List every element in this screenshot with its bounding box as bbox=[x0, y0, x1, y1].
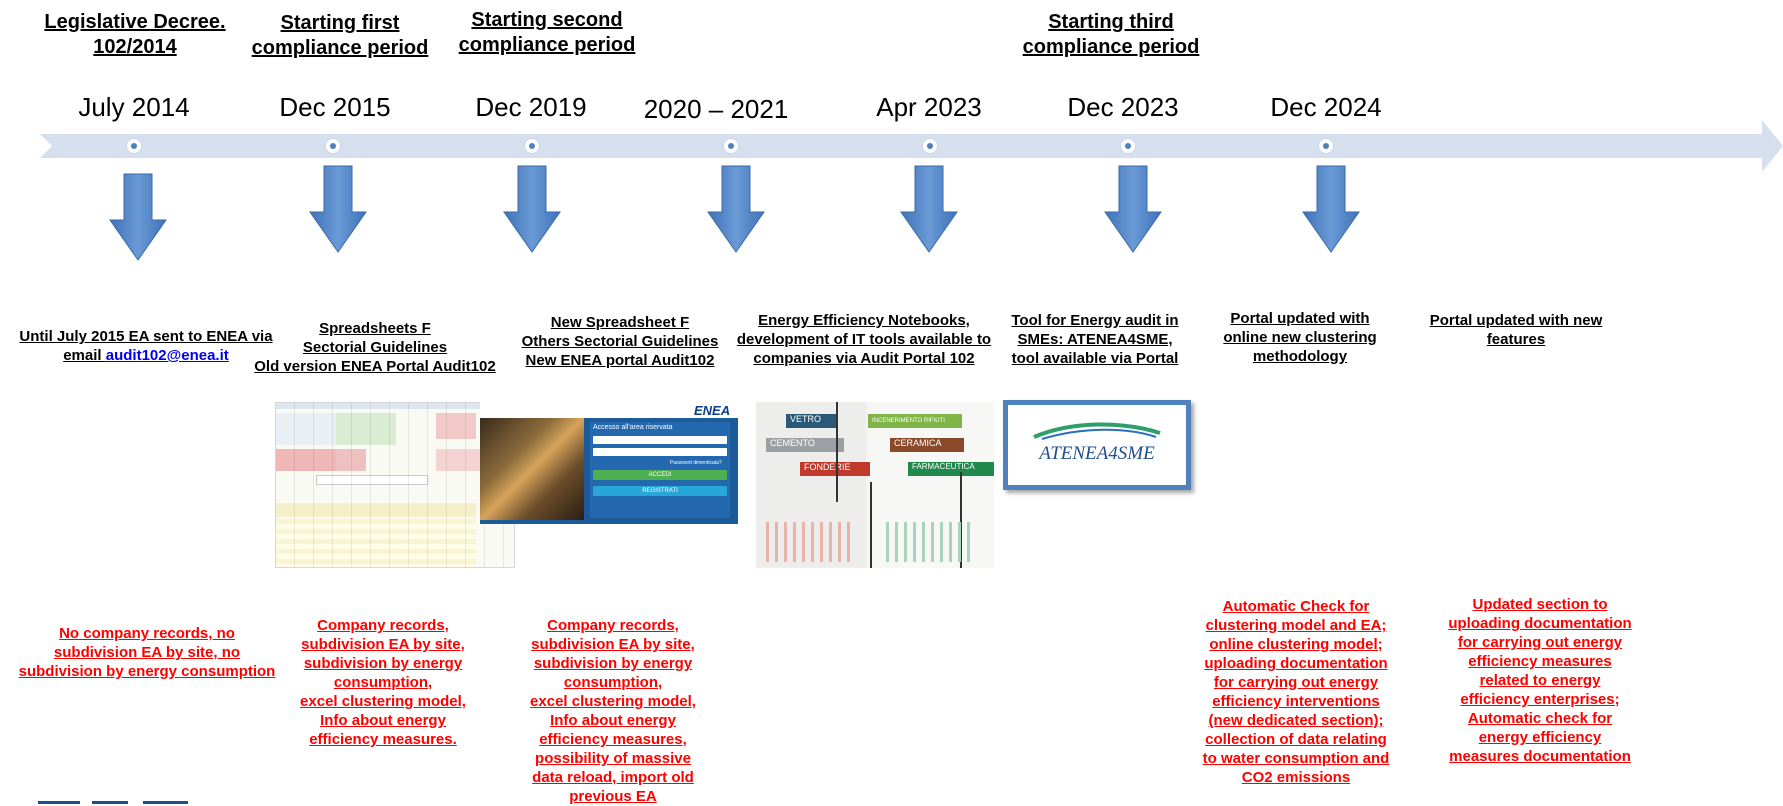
milestone-1-description: Until July 2015 EA sent to ENEA via emai… bbox=[19, 328, 273, 364]
milestone-4-dot bbox=[723, 138, 739, 154]
milestone-2-date: Dec 2015 bbox=[279, 92, 391, 122]
milestone-2-arrow-icon bbox=[309, 165, 367, 253]
atenea-swoosh-icon bbox=[1033, 422, 1161, 440]
notebook-incenerimento: INCENERIMENTO RIFIUTI bbox=[868, 414, 962, 428]
timeline-bar bbox=[40, 120, 1783, 172]
portal-forgot-link: Password dimenticata? bbox=[670, 460, 722, 466]
milestone-4-arrow-icon bbox=[707, 165, 765, 253]
milestone-4-description: Energy Efficiency Notebooks, development… bbox=[736, 312, 992, 367]
milestone-5-description: Tool for Energy audit in SMEs: ATENEA4SM… bbox=[1011, 312, 1179, 367]
milestone-1-title: Legislative Decree. 102/2014 bbox=[44, 11, 226, 58]
spreadsheet-thumbnail bbox=[275, 402, 515, 568]
milestone-2-dot bbox=[325, 138, 341, 154]
footer-logo-fragment bbox=[38, 801, 188, 804]
milestone-6-arrow-icon bbox=[1104, 165, 1162, 253]
portal-login-button: ACCEDI bbox=[593, 470, 727, 480]
milestone-1-details: No company records, no subdivision EA by… bbox=[18, 625, 276, 680]
milestone-7-description: Portal updated with new features bbox=[1429, 312, 1603, 348]
milestone-3-dot bbox=[524, 138, 540, 154]
notebook-vetro: VETRO bbox=[786, 414, 838, 428]
milestone-7-arrow-icon bbox=[1302, 165, 1360, 253]
milestone-6-title: Starting third compliance period bbox=[1022, 11, 1200, 58]
milestone-1-date: July 2014 bbox=[78, 92, 190, 122]
milestone-2-description: Spreadsheets F Sectorial Guidelines Old … bbox=[254, 320, 496, 375]
milestone-3-date: Dec 2019 bbox=[475, 92, 587, 122]
enea-portal-thumbnail: ENEA Accesso all'area riservata Password… bbox=[480, 402, 738, 524]
milestone-5-date: Apr 2023 bbox=[876, 92, 982, 122]
milestone-6-dot bbox=[1120, 138, 1136, 154]
portal-username-field bbox=[593, 436, 727, 444]
milestone-2-title: Starting first compliance period bbox=[251, 12, 429, 59]
milestone-6-description: Portal updated with online new clusterin… bbox=[1223, 310, 1377, 365]
notebook-fonderie: FONDERIE bbox=[800, 462, 870, 476]
milestone-5-arrow-icon bbox=[900, 165, 958, 253]
portal-register-button: REGISTRATI bbox=[593, 486, 727, 496]
notebook-cemento: CEMENTO bbox=[766, 438, 844, 452]
milestone-6-details: Automatic Check for clustering model and… bbox=[1202, 598, 1390, 786]
atenea-thumbnail: ATENEA4SME bbox=[1003, 400, 1191, 490]
notebooks-thumbnail: VETRO CEMENTO FONDERIE INCENERIMENTO RIF… bbox=[756, 402, 994, 568]
portal-login-title: Accesso all'area riservata bbox=[593, 424, 673, 431]
milestone-2-details: Company records, subdivision EA by site,… bbox=[300, 617, 466, 748]
milestone-3-arrow-icon bbox=[503, 165, 561, 253]
email-link[interactable]: audit102@enea.it bbox=[105, 347, 229, 364]
milestone-4-date: 2020 – 2021 bbox=[643, 94, 789, 124]
enea-logo: ENEA bbox=[694, 403, 731, 418]
notebook-farmaceutica: FARMACEUTICA bbox=[908, 462, 994, 476]
milestone-3-title: Starting second compliance period bbox=[458, 9, 636, 56]
milestone-1-arrow-icon bbox=[109, 173, 167, 261]
tunnel-image bbox=[480, 418, 584, 520]
milestone-7-details: Updated section to uploading documentati… bbox=[1448, 596, 1632, 765]
notebook-ceramica: CERAMICA bbox=[890, 438, 964, 452]
milestone-7-dot bbox=[1318, 138, 1334, 154]
milestone-5-dot bbox=[922, 138, 938, 154]
milestone-6-date: Dec 2023 bbox=[1067, 92, 1179, 122]
milestone-1-dot bbox=[126, 138, 142, 154]
milestone-7-date: Dec 2024 bbox=[1270, 92, 1382, 122]
milestone-3-description: New Spreadsheet F Others Sectorial Guide… bbox=[521, 314, 719, 369]
milestone-3-details: Company records, subdivision EA by site,… bbox=[530, 617, 696, 805]
portal-password-field bbox=[593, 448, 727, 456]
atenea-logo: ATENEA4SME bbox=[1039, 443, 1155, 464]
